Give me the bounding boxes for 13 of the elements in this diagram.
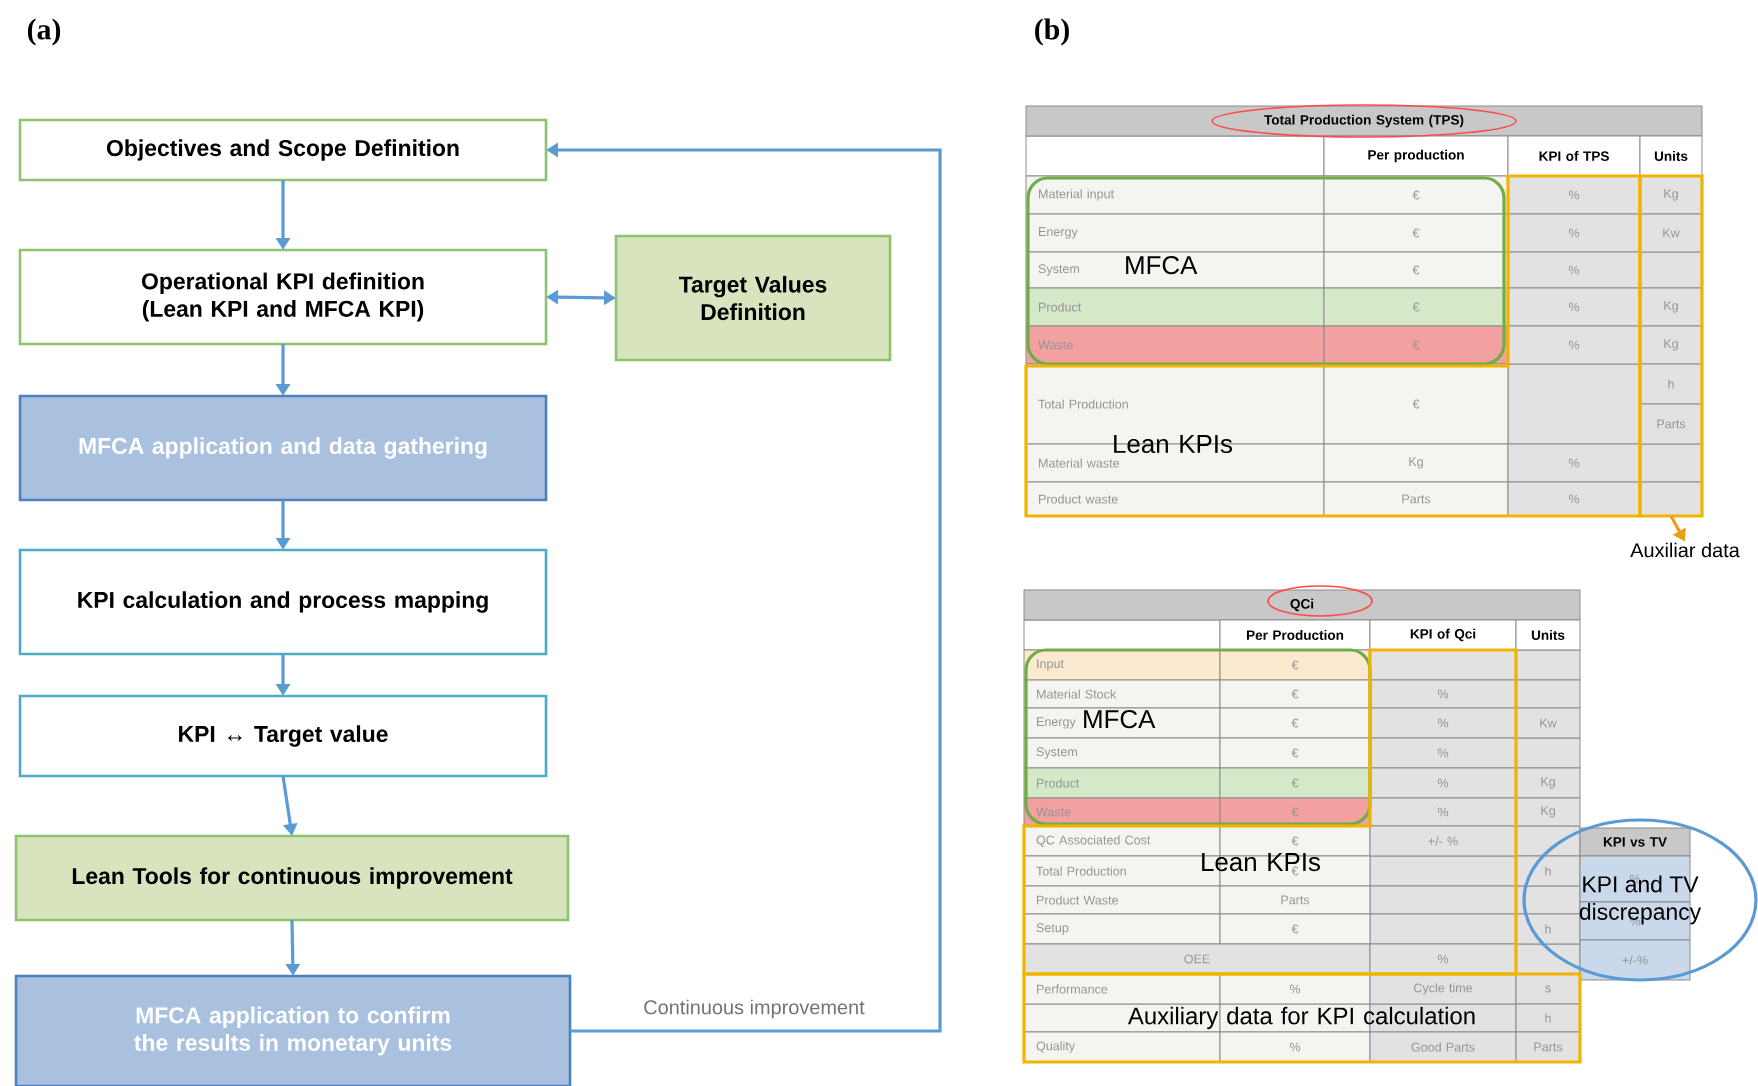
process-box: KPI calculation and process mapping bbox=[18, 548, 548, 656]
process-box: MFCA application and data gathering bbox=[18, 394, 548, 502]
edge-label: Continuous improvement bbox=[641, 997, 867, 1021]
process-box: MFCA application to confirm the results in monetary units bbox=[14, 974, 572, 1086]
process-box: Operational KPI definition (Lean KPI and MFCA KPI) bbox=[18, 248, 548, 346]
process-box: Target Values Definition bbox=[614, 234, 892, 362]
highlight-box bbox=[1638, 174, 1704, 518]
process-box: Lean Tools for continuous improvement bbox=[14, 834, 570, 922]
panel-label: (a) bbox=[27, 18, 61, 46]
process-box: Objectives and Scope Definition bbox=[18, 118, 548, 182]
process-box: KPI ↔ Target value bbox=[18, 694, 548, 778]
panel-label: (b) bbox=[1035, 18, 1069, 46]
callout-text: Auxiliar data bbox=[1630, 542, 1740, 558]
